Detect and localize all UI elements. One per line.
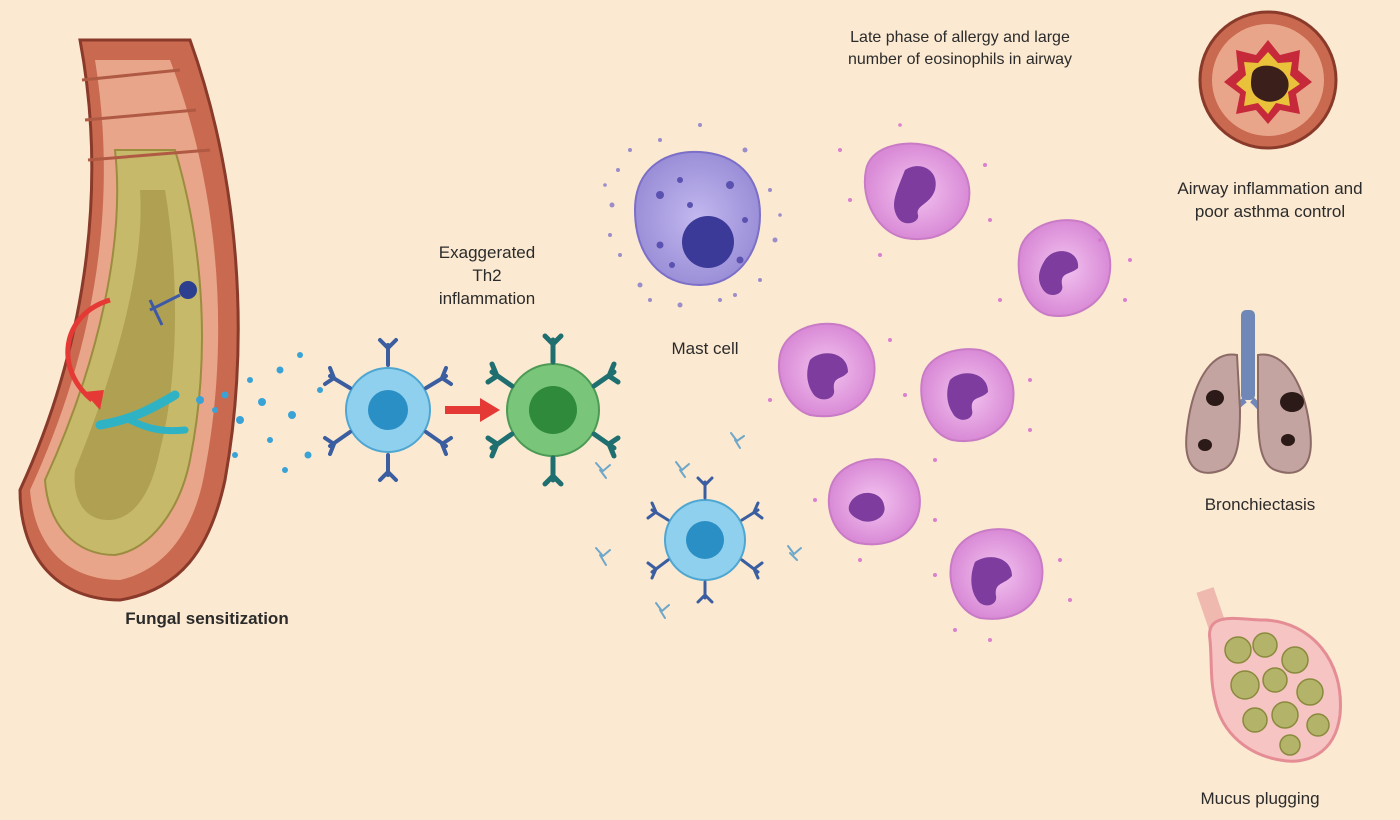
eosinophil-cluster — [768, 123, 1132, 642]
airway-cross-section — [1198, 10, 1338, 150]
fungal-hyphae — [95, 281, 197, 435]
bronchiectasis-label: Bronchiectasis — [1204, 495, 1316, 514]
mast-cell — [603, 123, 782, 308]
fungal-sensitization-label: Fungal sensitization — [125, 609, 289, 628]
eosinophil-4 — [920, 348, 1015, 442]
late-phase-line-2: number of eosinophils in airway — [847, 50, 1073, 68]
late-phase-label: Late phase of allergy and large number o… — [770, 27, 1150, 70]
eosinophil-2 — [1017, 219, 1112, 317]
th2-label-line-2: Th2 — [472, 265, 502, 285]
inhalation-arrow — [65, 297, 111, 402]
b-cell — [595, 432, 802, 619]
late-phase-line-1: Late phase of allergy and large — [850, 29, 1070, 46]
mucus-plug-alveoli — [1196, 587, 1342, 763]
mast-cell-label: Mast cell — [671, 339, 739, 358]
eosinophil-1 — [863, 142, 971, 240]
spore-particles — [196, 352, 323, 473]
eosinophil-3 — [777, 322, 876, 418]
mucus-plugging-label: Mucus plugging — [1200, 789, 1320, 808]
eosinophil-6 — [949, 528, 1044, 620]
th2-cell — [485, 333, 621, 487]
th2-inflammation-label: Exaggerated Th2 inflammation — [402, 242, 572, 311]
airway-label-line-1: Airway inflammation and — [1177, 179, 1363, 198]
th2-label-line-1: Exaggerated — [438, 243, 536, 262]
t-cell — [323, 338, 453, 482]
lungs — [1185, 310, 1312, 474]
activation-arrowhead — [480, 398, 500, 422]
inhalation-arrowhead — [84, 390, 104, 410]
bronchus-tube — [18, 38, 240, 602]
th2-label-line-3: inflammation — [438, 288, 536, 308]
eosinophil-5 — [827, 458, 921, 546]
airway-inflammation-label: Airway inflammation and poor asthma cont… — [1140, 178, 1400, 224]
airway-label-line-2: poor asthma control — [1194, 201, 1346, 221]
